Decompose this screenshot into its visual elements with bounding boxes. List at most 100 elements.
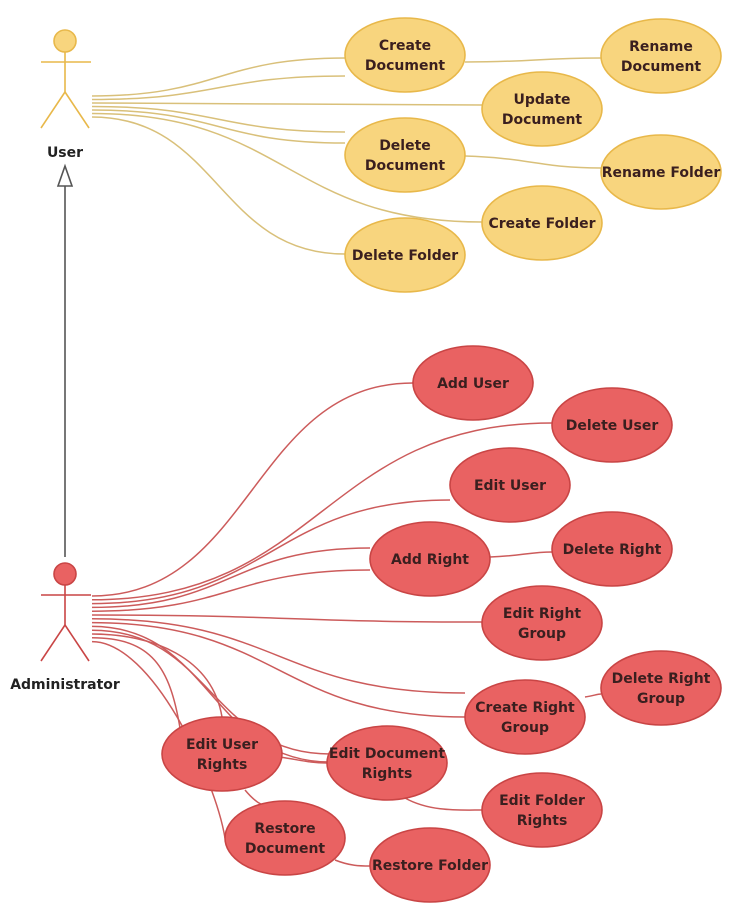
usecase-delete-right[interactable]: Delete Right (551, 511, 673, 587)
usecase-label: Edit User (474, 478, 546, 494)
association-admin-edit-user-rights (91, 637, 181, 729)
association-admin-add-user (91, 382, 414, 597)
usecase-ellipse (551, 387, 673, 463)
usecase-label: Delete Right (612, 671, 711, 687)
link-doc-folder-rights (404, 797, 483, 811)
usecase-label: Document (621, 59, 702, 75)
usecase-ellipse (481, 185, 603, 261)
association-user-create-document (91, 75, 346, 101)
usecase-ellipse (161, 716, 283, 792)
actor-user-label: User (47, 145, 83, 161)
association-user-create-folder (91, 112, 483, 223)
association-admin-create-right-group (91, 618, 466, 694)
association-admin-delete-user (91, 422, 553, 601)
usecase-label: Create (379, 38, 431, 54)
link-edit-user-doc-rights (279, 756, 328, 764)
usecase-ellipse (464, 679, 586, 755)
association-user-create-document (91, 57, 346, 97)
usecase-label: Update (513, 92, 570, 108)
usecase-label: Edit Right (503, 606, 582, 622)
usecase-label: Edit User (186, 737, 258, 753)
usecase-label: Document (365, 158, 446, 174)
usecase-label: Group (501, 720, 549, 736)
association-admin-create-right-group (91, 621, 466, 718)
usecase-ellipse (344, 217, 466, 293)
usecase-ellipse (481, 71, 603, 147)
association-admin-edit-user-rights (91, 633, 223, 718)
usecase-ellipse (344, 117, 466, 193)
usecase-label: Delete Folder (352, 248, 458, 264)
association-admin-add-right (91, 569, 371, 612)
actor-administrator-label: Administrator (10, 677, 120, 693)
usecase-edit-user[interactable]: Edit User (449, 447, 571, 523)
usecase-ellipse (344, 17, 466, 93)
usecase-label: Restore Folder (372, 858, 488, 874)
usecase-label: Group (637, 691, 685, 707)
usecase-label: Create Folder (488, 216, 595, 232)
usecase-label: Restore (254, 821, 315, 837)
usecase-delete-folder[interactable]: Delete Folder (344, 217, 466, 293)
usecase-label: Document (502, 112, 583, 128)
usecase-add-user[interactable]: Add User (412, 345, 534, 421)
association-admin-edit-right-group (91, 614, 483, 623)
usecase-label: Edit Document (329, 746, 446, 762)
link-add-delete-right (489, 551, 553, 558)
association-user-delete-folder (91, 116, 346, 255)
usecase-label: Rights (362, 766, 413, 782)
actor-administrator[interactable]: Administrator (10, 562, 120, 693)
usecase-label: Document (365, 58, 446, 74)
usecase-restore-folder[interactable]: Restore Folder (369, 827, 491, 903)
usecase-delete-user[interactable]: Delete User (551, 387, 673, 463)
actor-user[interactable]: User (40, 29, 91, 161)
usecase-ellipse (481, 585, 603, 661)
usecase-ellipse (412, 345, 534, 421)
usecase-add-right[interactable]: Add Right (369, 521, 491, 597)
association-admin-add-right (91, 547, 371, 609)
usecase-label: Rename (629, 39, 693, 55)
association-admin-edit-document-rights (91, 629, 331, 755)
usecase-ellipse (600, 18, 722, 94)
usecase-rename-folder[interactable]: Rename Folder (600, 134, 722, 210)
usecase-label: Delete Right (563, 542, 662, 558)
usecase-label: Create Right (475, 700, 575, 716)
usecase-ellipse (369, 827, 491, 903)
usecase-ellipse (449, 447, 571, 523)
association-admin-edit-user (91, 499, 451, 605)
usecase-ellipse (600, 650, 722, 726)
usecase-label: Rights (197, 757, 248, 773)
association-admin-restore-document (91, 640, 226, 839)
link-create-rename-document (464, 57, 602, 63)
usecase-label: Rename Folder (602, 165, 721, 181)
usecase-create-folder[interactable]: Create Folder (481, 185, 603, 261)
use-case-layer: CreateDocumentRenameDocumentUpdateDocume… (161, 17, 722, 903)
usecase-ellipse (600, 134, 722, 210)
association-user-update-document (91, 102, 483, 106)
usecase-label: Add User (437, 376, 509, 392)
usecase-ellipse (551, 511, 673, 587)
usecase-label: Delete (379, 138, 431, 154)
generalization-arrow (56, 163, 74, 557)
usecase-label: Add Right (391, 552, 469, 568)
usecase-label: Delete User (566, 418, 659, 434)
link-restore-doc-folder (334, 859, 371, 867)
usecase-ellipse (481, 772, 603, 848)
usecase-label: Rights (517, 813, 568, 829)
usecase-label: Document (245, 841, 326, 857)
link-delete-rename-folder (464, 155, 602, 169)
connector-layer (91, 57, 602, 867)
usecase-ellipse (224, 800, 346, 876)
usecase-label: Group (518, 626, 566, 642)
usecase-ellipse (326, 725, 448, 801)
